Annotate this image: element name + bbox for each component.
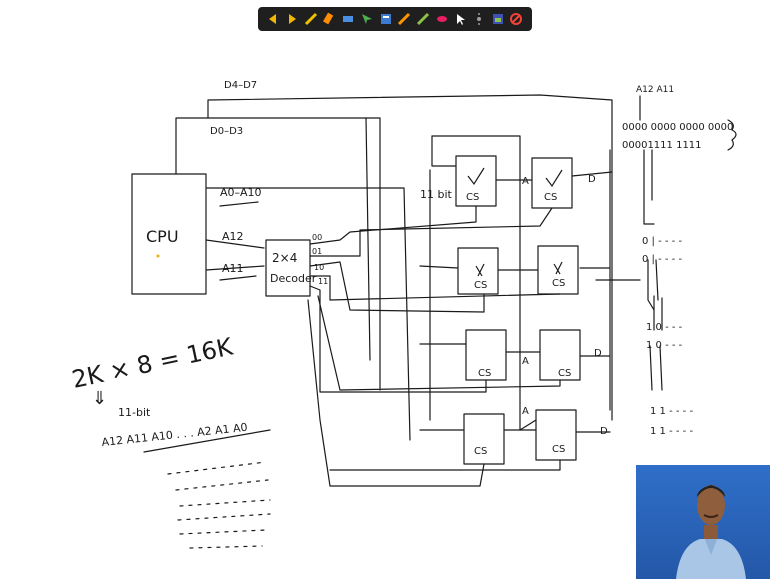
right-table-row-1: 0000 0000 0000 0000 — [622, 122, 733, 133]
dec-out-10: 10 — [314, 263, 324, 272]
bit11-label: 11-bit — [118, 406, 151, 419]
dec-out-00: 00 — [312, 233, 322, 242]
decoder-label-1: 2×4 — [272, 251, 297, 265]
a12-label: A12 — [222, 230, 244, 243]
presenter-figure — [676, 475, 746, 579]
mark-d-1: D — [588, 174, 596, 185]
decoder-box — [266, 240, 310, 296]
right-col-2: 0 | - - - - — [642, 254, 682, 265]
mark-d-3: D — [600, 426, 608, 437]
right-table-header: A12 A11 — [636, 85, 674, 95]
right-col-4: 1 0 - - - — [646, 340, 683, 351]
memory-equation: 2K × 8 = 16K — [69, 332, 236, 394]
addr-header-label: A12 A11 A10 . . . A2 A1 A0 — [101, 421, 248, 449]
bus-data-lo-label: D0–D3 — [210, 126, 243, 137]
right-col-5: 1 1 - - - - — [650, 406, 693, 417]
chip-7-cs: CS — [474, 446, 487, 457]
data-bus-hi — [208, 95, 612, 420]
bus-vertical — [366, 118, 370, 360]
chip-6-cs: CS — [558, 368, 571, 379]
dec-out-01: 01 — [312, 247, 322, 256]
right-col-1: 0 | - - - - — [642, 236, 682, 247]
bus-data-hi-label: D4–D7 — [224, 80, 257, 91]
a11-label: A11 — [222, 262, 244, 275]
right-table-row-2: 00001111 1111 — [622, 140, 702, 151]
chip-5-cs: CS — [478, 368, 491, 379]
presenter-video — [636, 465, 770, 579]
chip-4-cs: CS — [552, 278, 565, 289]
dec-out-11: 11 — [318, 277, 328, 286]
right-col-6: 1 1 - - - - — [650, 426, 693, 437]
chip-2-cs: CS — [544, 192, 557, 203]
mark-a-1: A — [522, 176, 529, 187]
cpu-label: CPU — [146, 227, 179, 246]
chip-3-cs: CS — [474, 280, 487, 291]
right-col-3: 1 0 - - - — [646, 322, 683, 333]
addr-bus-label: A0–A10 — [220, 186, 262, 199]
mark-a-3: A — [522, 406, 529, 417]
bits-label: 11 bit — [420, 188, 453, 201]
mark-d-2: D — [594, 348, 602, 359]
decoder-label-2: Decoder — [270, 272, 317, 285]
arrow-down: ⇓ — [92, 388, 107, 409]
chip-8-cs: CS — [552, 444, 565, 455]
chip-1-cs: CS — [466, 192, 479, 203]
mark-a-2: A — [522, 356, 529, 367]
